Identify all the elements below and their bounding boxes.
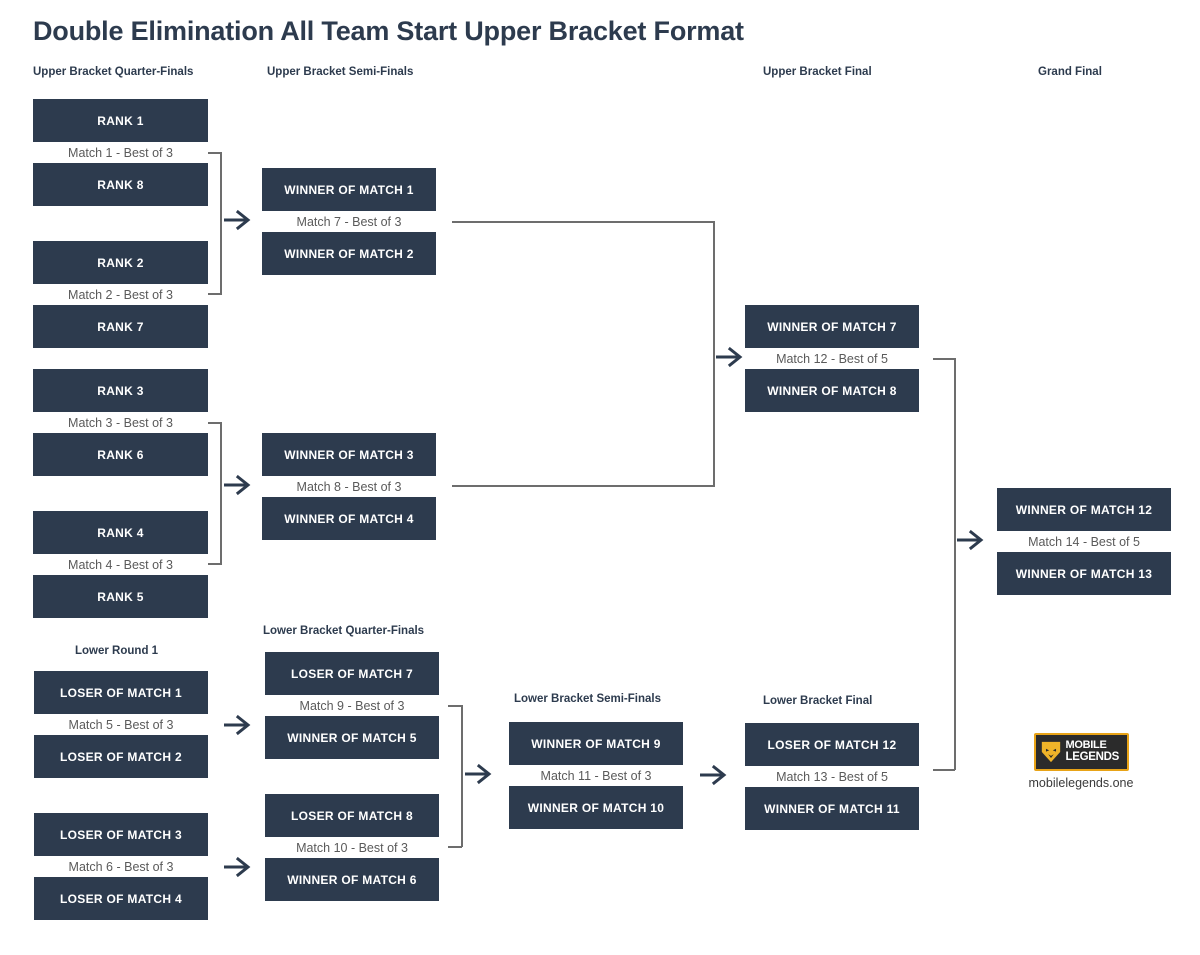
match-label: Match 2 - Best of 3 — [33, 286, 208, 304]
match-label: Match 10 - Best of 3 — [265, 839, 439, 857]
match-slot[interactable]: RANK 8 — [33, 163, 208, 206]
match-slot[interactable]: WINNER OF MATCH 10 — [509, 786, 683, 829]
arrow-icon — [957, 528, 987, 552]
match-slot[interactable]: WINNER OF MATCH 2 — [262, 232, 436, 275]
match-slot[interactable]: LOSER OF MATCH 3 — [34, 813, 208, 856]
match-slot[interactable]: RANK 7 — [33, 305, 208, 348]
match-label: Match 14 - Best of 5 — [997, 533, 1171, 551]
match-slot[interactable]: WINNER OF MATCH 12 — [997, 488, 1171, 531]
arrow-icon — [224, 208, 254, 232]
match-slot[interactable]: WINNER OF MATCH 8 — [745, 369, 919, 412]
column-header-lower-quarter-finals: Lower Bracket Quarter-Finals — [263, 625, 425, 637]
match-slot[interactable]: RANK 2 — [33, 241, 208, 284]
connector-line — [452, 485, 715, 487]
match-label: Match 5 - Best of 3 — [34, 716, 208, 734]
match-slot[interactable]: RANK 1 — [33, 99, 208, 142]
logo-caption: mobilelegends.one — [1028, 776, 1134, 790]
arrow-icon — [224, 713, 254, 737]
connector-line — [452, 221, 715, 223]
match-label: Match 8 - Best of 3 — [262, 478, 436, 496]
match-slot[interactable]: WINNER OF MATCH 7 — [745, 305, 919, 348]
page-title: Double Elimination All Team Start Upper … — [33, 16, 744, 46]
logo-badge: MOBILE LEGENDS — [1033, 733, 1129, 771]
connector-line — [208, 152, 222, 154]
match-slot[interactable]: RANK 6 — [33, 433, 208, 476]
shield-icon — [1041, 741, 1060, 763]
arrow-icon — [224, 473, 254, 497]
match-slot[interactable]: LOSER OF MATCH 1 — [34, 671, 208, 714]
match-slot[interactable]: WINNER OF MATCH 1 — [262, 168, 436, 211]
match-label: Match 7 - Best of 3 — [262, 213, 436, 231]
connector-line — [220, 422, 222, 564]
column-header-grand-final: Grand Final — [1038, 66, 1102, 78]
match-slot[interactable]: WINNER OF MATCH 13 — [997, 552, 1171, 595]
match-slot[interactable]: WINNER OF MATCH 6 — [265, 858, 439, 901]
column-header-lower-semi-finals: Lower Bracket Semi-Finals — [514, 693, 661, 705]
column-header-lower-round-1: Lower Round 1 — [75, 645, 159, 657]
column-header-lower-bracket-final: Lower Bracket Final — [763, 695, 873, 707]
match-slot[interactable]: LOSER OF MATCH 4 — [34, 877, 208, 920]
match-label: Match 11 - Best of 3 — [509, 767, 683, 785]
match-label: Match 6 - Best of 3 — [34, 858, 208, 876]
connector-line — [208, 563, 222, 565]
column-header-upper-semi-finals: Upper Bracket Semi-Finals — [267, 66, 414, 78]
arrow-icon — [716, 345, 746, 369]
match-slot[interactable]: WINNER OF MATCH 5 — [265, 716, 439, 759]
match-label: Match 3 - Best of 3 — [33, 414, 208, 432]
connector-line — [954, 358, 956, 770]
match-label: Match 4 - Best of 3 — [33, 556, 208, 574]
match-label: Match 1 - Best of 3 — [33, 144, 208, 162]
connector-line — [713, 221, 715, 486]
connector-line — [448, 705, 462, 707]
connector-line — [933, 769, 955, 771]
match-slot[interactable]: WINNER OF MATCH 9 — [509, 722, 683, 765]
match-slot[interactable]: LOSER OF MATCH 7 — [265, 652, 439, 695]
connector-line — [208, 422, 222, 424]
logo-wordmark: MOBILE LEGENDS — [1062, 740, 1127, 764]
match-slot[interactable]: WINNER OF MATCH 11 — [745, 787, 919, 830]
match-slot[interactable]: LOSER OF MATCH 12 — [745, 723, 919, 766]
arrow-icon — [465, 762, 495, 786]
match-slot[interactable]: RANK 5 — [33, 575, 208, 618]
match-slot[interactable]: WINNER OF MATCH 3 — [262, 433, 436, 476]
arrow-icon — [700, 763, 730, 787]
match-label: Match 13 - Best of 5 — [745, 768, 919, 786]
connector-line — [461, 705, 463, 847]
match-slot[interactable]: LOSER OF MATCH 2 — [34, 735, 208, 778]
match-label: Match 9 - Best of 3 — [265, 697, 439, 715]
match-slot[interactable]: RANK 4 — [33, 511, 208, 554]
arrow-icon — [224, 855, 254, 879]
mobile-legends-logo: MOBILE LEGENDS mobilelegends.one — [1020, 733, 1142, 790]
match-label: Match 12 - Best of 5 — [745, 350, 919, 368]
match-slot[interactable]: LOSER OF MATCH 8 — [265, 794, 439, 837]
connector-line — [220, 152, 222, 294]
column-header-upper-bracket-final: Upper Bracket Final — [763, 66, 872, 78]
column-header-upper-quarter-finals: Upper Bracket Quarter-Finals — [33, 66, 194, 78]
connector-line — [208, 293, 222, 295]
match-slot[interactable]: RANK 3 — [33, 369, 208, 412]
logo-line-1: MOBILE — [1065, 739, 1107, 752]
match-slot[interactable]: WINNER OF MATCH 4 — [262, 497, 436, 540]
connector-line — [933, 358, 955, 360]
connector-line — [448, 846, 462, 848]
logo-line-2: LEGENDS — [1065, 751, 1120, 764]
